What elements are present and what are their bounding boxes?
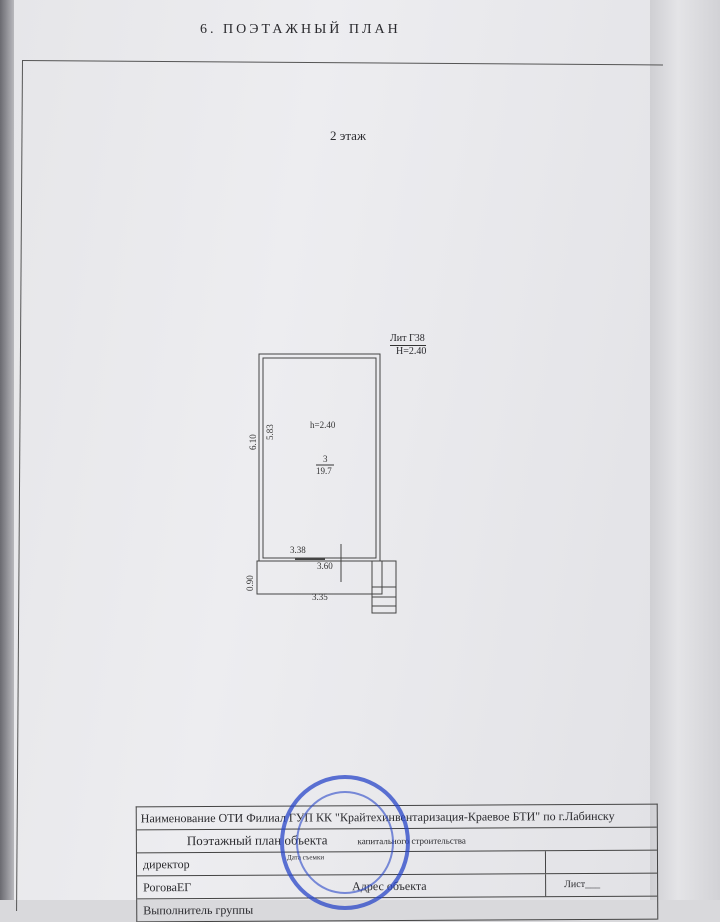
lit-label: Лит Г38 H=2.40: [390, 333, 427, 358]
executor-row: Выполнитель группы: [137, 896, 658, 922]
dim-outer-height: 6.10: [248, 434, 258, 450]
director-name: РоговаЕГ: [143, 880, 192, 895]
room-height: h=2.40: [310, 420, 336, 430]
room-number: 3: [323, 454, 328, 464]
dim-inner-height: 5.83: [265, 424, 275, 440]
page-title: 6. ПОЭТАЖНЫЙ ПЛАН: [200, 22, 401, 37]
position: директор: [142, 857, 190, 872]
floor-label: 2 этаж: [330, 128, 366, 143]
binder-edge: [0, 0, 14, 900]
dim-inner-width: 3.38: [290, 545, 306, 555]
page-edge: [650, 0, 720, 900]
dim-outer-width: 3.60: [317, 561, 333, 571]
lit-code: Лит Г38: [390, 333, 425, 344]
floor-plan: h=2.40 3 19.7 6.10 5.83 3.38 3.60 0.90 3…: [245, 353, 397, 614]
sheet-label: Лист___: [545, 873, 601, 897]
official-stamp: [280, 775, 410, 910]
plan-walls: [256, 353, 397, 614]
room-area: 19.7: [316, 466, 332, 476]
total-height: H=2.40: [390, 345, 427, 358]
document-page: [12, 0, 652, 900]
dim-porch-depth: 0.90: [245, 575, 255, 591]
dim-porch-width: 3.35: [312, 592, 328, 602]
